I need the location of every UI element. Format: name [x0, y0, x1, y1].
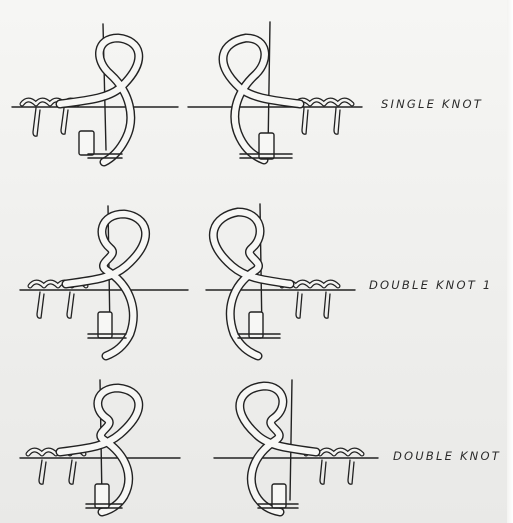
double-knot-1-left-figure [20, 206, 188, 356]
previous-knots [28, 450, 84, 484]
previous-knots [30, 282, 86, 318]
double-knot-right-figure [214, 380, 378, 512]
double-knot-label: DOUBLE KNOT [393, 449, 501, 463]
single-knot-label: SINGLE KNOT [381, 97, 483, 111]
single-knot-left-figure [12, 24, 178, 162]
cord-holder [79, 131, 94, 155]
needle [290, 380, 292, 500]
cord-holder [259, 133, 274, 159]
paper-edge [507, 0, 513, 523]
double-knot-1-label: DOUBLE KNOT 1 [369, 278, 492, 292]
double-knot-1-right-figure [206, 204, 355, 356]
single-knot-right-figure [188, 22, 362, 160]
double-knot-left-figure [20, 380, 180, 512]
previous-knots [296, 100, 352, 134]
needle [268, 22, 270, 150]
